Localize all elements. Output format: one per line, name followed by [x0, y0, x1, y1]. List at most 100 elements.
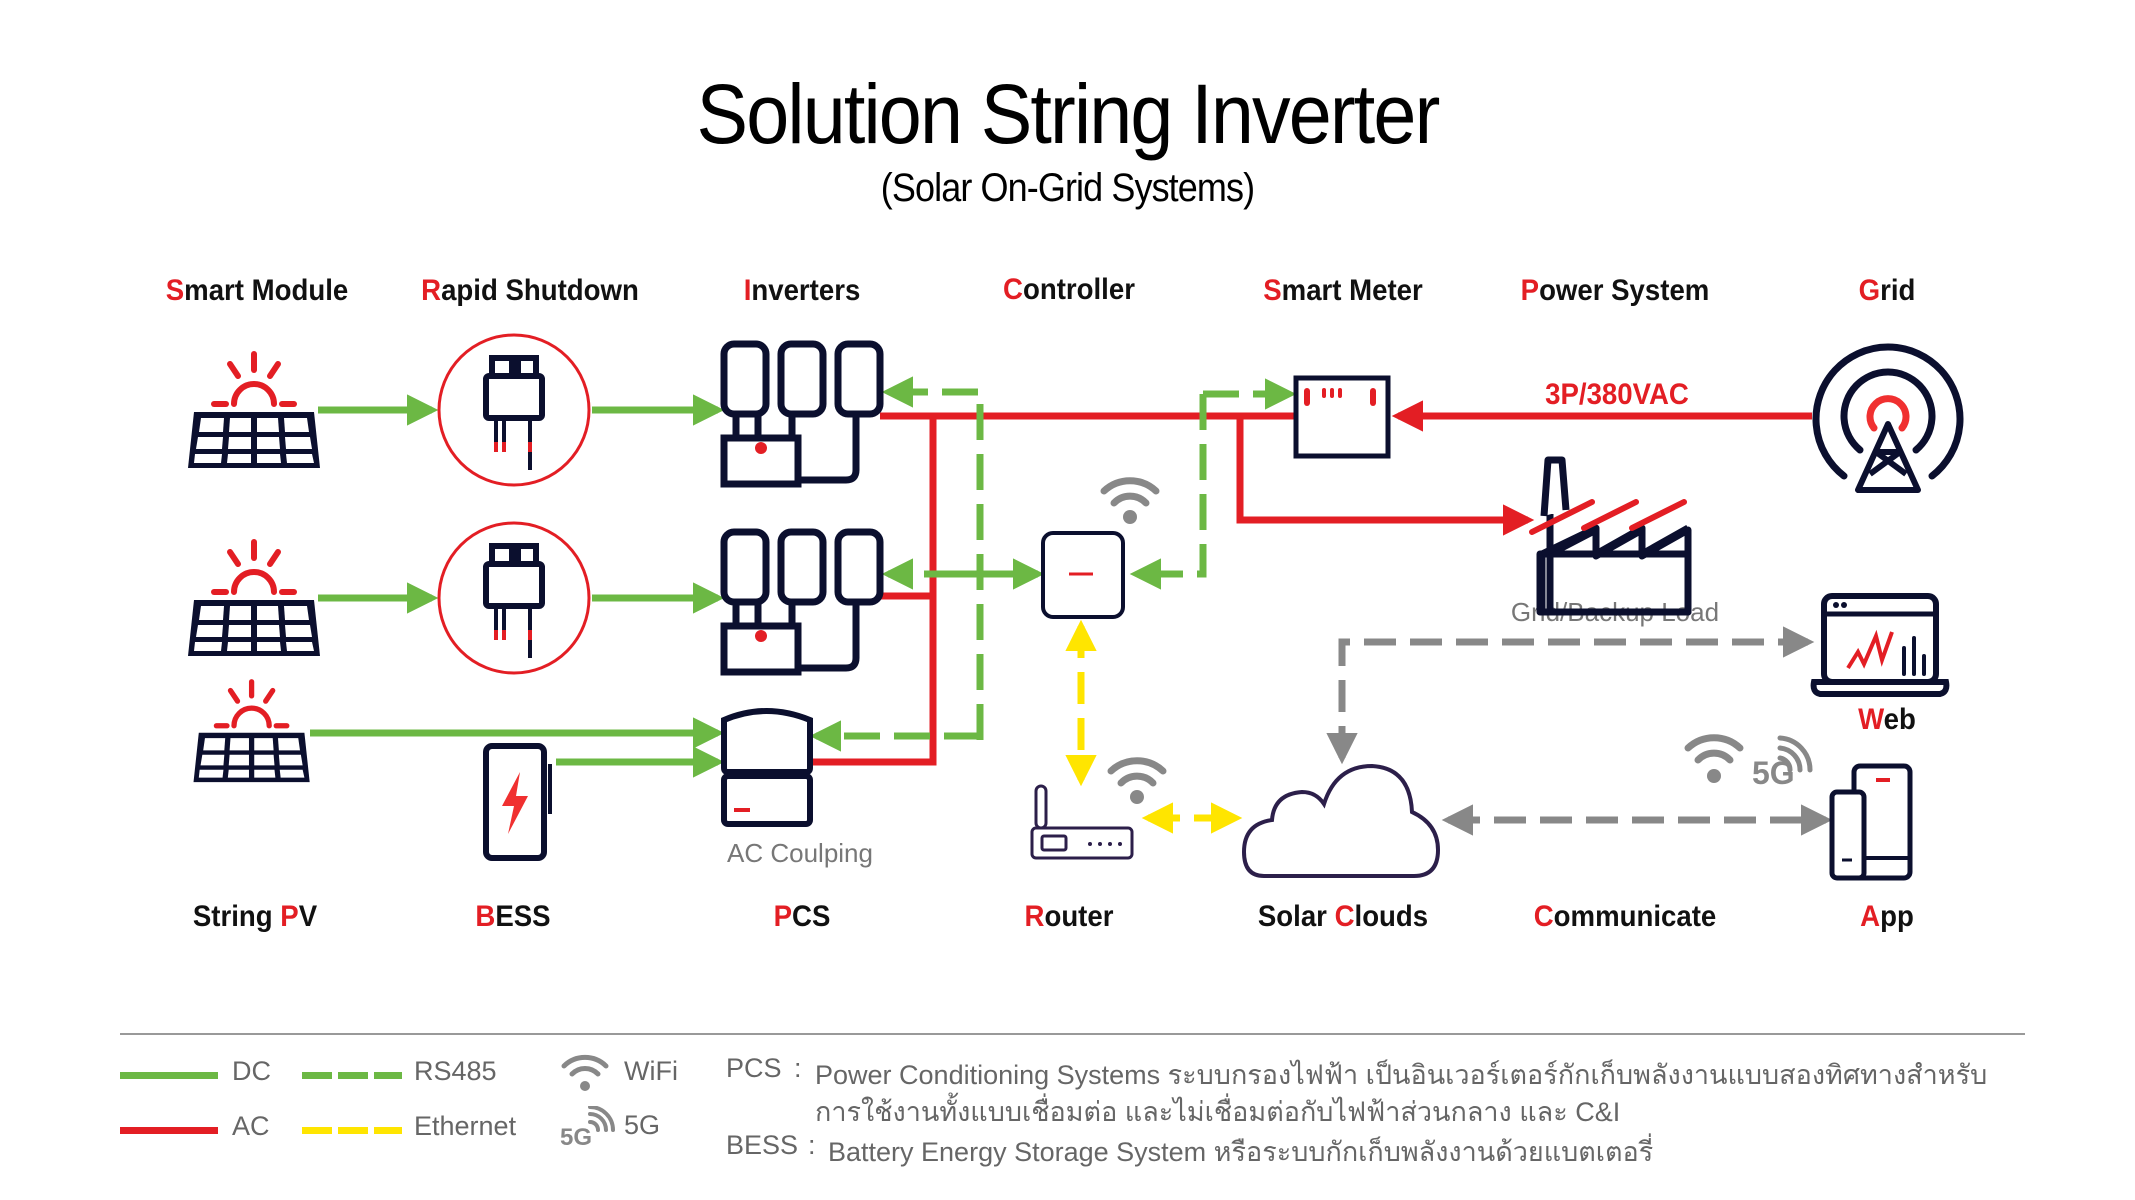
label-router: Router — [1025, 900, 1114, 934]
note-bess-sep: : — [808, 1130, 816, 1160]
label-rest: ower System — [1539, 274, 1710, 307]
label-rest: mart Meter — [1281, 274, 1423, 307]
battery-bolt-icon — [483, 743, 552, 861]
legend-dc-swatch — [120, 1072, 218, 1079]
label-rest: V — [298, 900, 318, 933]
legend-wifi-label: WiFi — [624, 1056, 678, 1086]
legend-rs485-label: RS485 — [414, 1056, 497, 1086]
label-inverters: Inverters — [744, 274, 861, 308]
label-rest: pp — [1880, 900, 1914, 933]
rs485-meter-to-controller — [1129, 394, 1207, 590]
label-controller: Controller — [1003, 273, 1135, 307]
note-pcs-term: PCS — [726, 1053, 782, 1083]
string-inverter-icon — [720, 340, 884, 488]
legend-ac-label: AC — [232, 1111, 270, 1141]
legend-dc-label: DC — [232, 1056, 271, 1086]
label-initial: B — [475, 900, 496, 933]
rs485-inv1 — [881, 376, 984, 740]
controller-box-icon — [1041, 531, 1125, 619]
legend-5g-signal-icon — [588, 1106, 615, 1132]
cloud-to-web — [1326, 626, 1815, 765]
label-rest: apid Shutdown — [441, 274, 639, 307]
label-pre: String — [192, 900, 281, 933]
label-rest: CS — [792, 900, 831, 933]
rs485-lines — [809, 376, 1297, 752]
label-initial: I — [743, 274, 752, 307]
label-initial: C — [1003, 273, 1023, 306]
rapid-shutdown-device-icon — [437, 521, 591, 675]
legend-ethernet-swatch — [302, 1127, 402, 1134]
legend-separator — [120, 1033, 2025, 1035]
label-power-system: Power System — [1521, 274, 1710, 308]
wifi-icon — [1100, 477, 1160, 524]
label-initial: R — [1024, 900, 1045, 933]
label-initial: G — [1858, 274, 1881, 307]
label-web: Web — [1858, 703, 1916, 737]
ac-to-load — [1236, 416, 1535, 536]
label-app: App — [1860, 900, 1914, 934]
grid-tower-icon — [1812, 343, 1964, 493]
label-initial: P — [1520, 274, 1540, 307]
legend-ac-swatch — [120, 1127, 218, 1134]
label-rest: eb — [1883, 703, 1916, 736]
rapid-shutdown-device-icon — [437, 333, 591, 487]
label-rest: louds — [1354, 900, 1429, 933]
note-bess-line1: Battery Energy Storage System หรือระบบกั… — [828, 1137, 1654, 1167]
label-initial: R — [421, 274, 442, 307]
label-initial: C — [1533, 900, 1554, 933]
label-pre: Solar — [1257, 900, 1335, 933]
note-pcs-sep: : — [794, 1053, 802, 1083]
label-smart-meter: Smart Meter — [1263, 274, 1423, 308]
legend-5g-icon-text: 5G — [560, 1124, 593, 1151]
dc-lines — [310, 394, 725, 778]
label-communicate: Communicate — [1534, 900, 1717, 934]
ac-lines — [812, 400, 1812, 766]
label-bess: BESS — [475, 900, 550, 934]
page-title: Solution String Inverter — [696, 67, 1441, 161]
laptop-dashboard-icon — [1810, 593, 1950, 697]
solar-panel-icon — [188, 539, 320, 656]
solar-panel-icon — [188, 351, 320, 468]
legend-wifi-icon — [561, 1054, 609, 1091]
label-rest: rid — [1880, 274, 1916, 307]
label-solar-clouds: Solar Clouds — [1258, 900, 1428, 934]
note-pcs-line1: Power Conditioning Systems ระบบกรองไฟฟ้า… — [815, 1060, 1988, 1090]
mobile-devices-icon — [1829, 763, 1913, 881]
5g-badge-text: 5G — [1752, 755, 1795, 791]
note-pcs-line2: การใช้งานทั้งแบบเชื่อมต่อ และไม่เชื่อมต่… — [815, 1097, 1621, 1127]
legend-rs485-swatch — [302, 1072, 402, 1079]
label-initial: S — [165, 274, 185, 307]
factory-load-icon — [1529, 456, 1692, 616]
pcs-ac-coupling-icon — [721, 708, 813, 827]
label-rest: ommunicate — [1553, 900, 1717, 933]
ac-bus-vertical — [812, 416, 937, 766]
label-string-pv: String PV — [193, 900, 317, 934]
legend-ethernet-label: Ethernet — [414, 1111, 517, 1141]
label-rest: outer — [1044, 900, 1114, 933]
wifi-icon — [1107, 757, 1167, 804]
page-subtitle: (Solar On-Grid Systems) — [880, 166, 1255, 210]
5g-signal-icon — [1777, 735, 1813, 773]
label-initial: W — [1858, 703, 1884, 736]
voltage-label: 3P/380VAC — [1545, 378, 1689, 411]
label-initial: C — [1334, 900, 1355, 933]
label-rest: mart Module — [184, 274, 349, 307]
string-inverter-icon — [720, 528, 884, 676]
note-bess-term: BESS — [726, 1130, 799, 1160]
cloud-icon — [1241, 763, 1441, 878]
label-initial: S — [1263, 274, 1282, 307]
label-initial: P — [280, 900, 299, 933]
smart-meter-icon — [1293, 375, 1391, 459]
internet-lines — [1326, 626, 1833, 836]
label-rapid-shutdown: Rapid Shutdown — [421, 274, 639, 308]
label-pcs: PCS — [774, 900, 831, 934]
label-grid: Grid — [1859, 274, 1916, 308]
legend-5g-label: 5G — [624, 1110, 661, 1140]
ac-coupling-label: AC Coulping — [727, 838, 873, 868]
label-rest: ontroller — [1023, 273, 1135, 306]
wifi-icon — [1684, 734, 1744, 783]
label-rest: nverters — [751, 274, 861, 307]
label-smart-module: Smart Module — [166, 274, 349, 308]
ethernet-lines — [1065, 619, 1243, 834]
